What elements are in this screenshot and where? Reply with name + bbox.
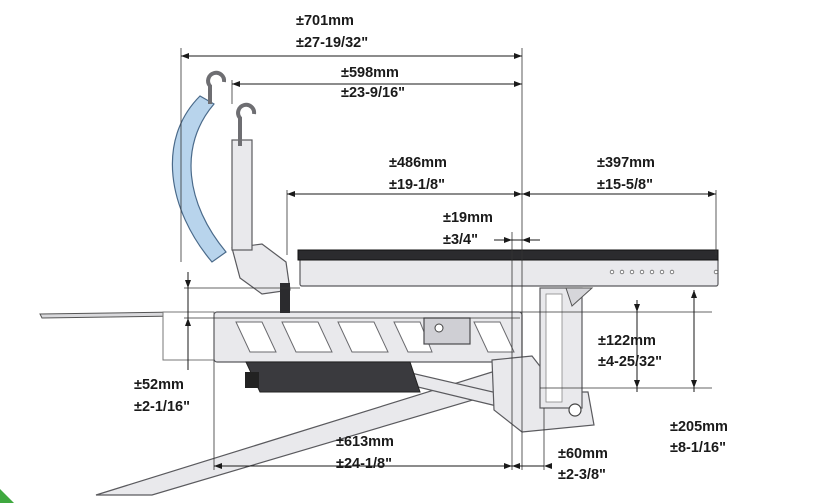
dim-rail-length-imperial: ±19-1/8" [389,177,445,193]
dimension-lines [180,48,717,470]
device-illustration [39,70,719,496]
dimension-labels: ±701mm ±27-19/32" ±598mm ±23-9/16" ±486m… [134,13,728,483]
dim-frame-height-metric: ±52mm [134,377,184,393]
rail-holes [609,269,719,275]
left-plate [39,311,181,319]
dim-foot-offset-imperial: ±2-3/8" [558,467,606,483]
gusset [565,287,594,307]
dim-base-length-imperial: ±24-1/8" [336,456,392,472]
frame-cutouts [235,321,515,353]
dim-bracket-height-imperial: ±4-25/32" [598,354,662,370]
mount-bolt [434,323,444,333]
support-post-inner [545,293,563,403]
dim-overall-height-metric: ±205mm [670,419,728,435]
dim-hook-to-edge-imperial: ±23-9/16" [341,85,405,101]
dim-rail-extension-metric: ±397mm [597,155,655,171]
dim-rail-extension-imperial: ±15-5/8" [597,177,653,193]
upper-rail [299,257,719,287]
rail-top-pad [297,249,719,261]
large-hook [206,70,227,104]
small-hook [236,102,257,146]
dim-offset-imperial: ±3/4" [443,232,478,248]
dim-offset-metric: ±19mm [443,210,493,226]
dim-bracket-height-metric: ±122mm [598,333,656,349]
foot-bolt [568,403,582,417]
dim-frame-height-imperial: ±2-1/16" [134,399,190,415]
dim-foot-offset-metric: ±60mm [558,446,608,462]
dim-overall-height-imperial: ±8-1/16" [670,440,726,456]
drive-bolt [245,372,259,388]
dim-overall-width-metric: ±701mm [296,13,354,29]
dim-hook-to-edge-metric: ±598mm [341,65,399,81]
mount-plate [423,317,471,345]
hook-arc [171,95,227,263]
dim-overall-width-imperial: ±27-19/32" [296,35,368,51]
drive-housing [245,361,421,393]
dim-rail-length-metric: ±486mm [389,155,447,171]
vertical-arm [231,139,253,251]
dim-base-length-metric: ±613mm [336,434,394,450]
corner-mark-icon [0,489,14,503]
hinge-pin [280,283,290,313]
